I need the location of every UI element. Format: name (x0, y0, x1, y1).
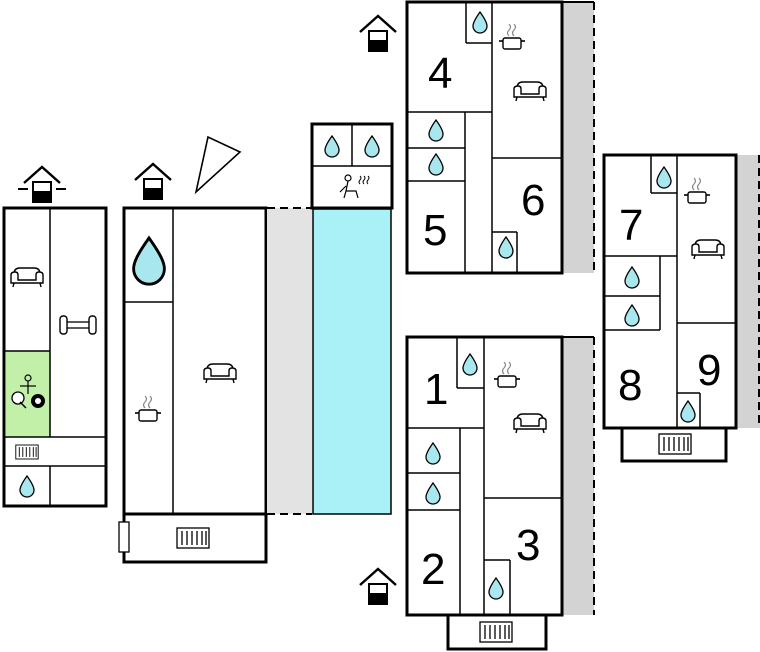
building-b (118, 206, 268, 564)
sauna-icon (339, 174, 370, 199)
water-drop-icon (364, 135, 380, 158)
sofa-icon (691, 239, 725, 260)
billiard-ball-icon (31, 394, 45, 408)
unit-number-7: 7 (619, 201, 643, 250)
water-drop-icon (498, 236, 514, 259)
cooking-pot-icon (683, 177, 711, 204)
sofa-icon (513, 81, 547, 102)
entrance-house-icon (133, 162, 173, 201)
cooking-pot-icon (493, 361, 521, 388)
terrace (736, 155, 760, 428)
compass-north-icon (194, 135, 242, 195)
unit-number-9: 9 (697, 346, 721, 395)
radiator-icon (658, 433, 692, 455)
entrance-house-icon (358, 567, 398, 606)
terrace (562, 2, 594, 273)
water-drop-icon (425, 442, 441, 465)
water-drop-icon (19, 475, 35, 498)
dumbbell-icon (59, 315, 97, 335)
water-drop-icon (425, 482, 441, 505)
water-drop-icon (624, 304, 640, 327)
terrace (267, 208, 312, 514)
unit-number-6: 6 (521, 176, 545, 225)
sofa-icon (10, 267, 44, 288)
building-e: 7 8 9 (602, 153, 760, 463)
entrance-house-icon (18, 165, 66, 204)
building-d: 1 2 3 (405, 335, 595, 651)
water-drop-icon (472, 11, 488, 34)
table-tennis-icon (11, 374, 36, 409)
building-c: 4 5 6 (405, 0, 595, 275)
unit-number-5: 5 (423, 206, 447, 255)
pool-block (310, 122, 394, 515)
cooking-pot-icon (498, 23, 526, 50)
pool (312, 208, 392, 515)
water-drop-icon (624, 266, 640, 289)
unit-number-4: 4 (428, 49, 452, 98)
unit-number-3: 3 (516, 521, 540, 570)
water-drop-icon (462, 353, 478, 376)
unit-number-1: 1 (424, 365, 448, 414)
unit-number-8: 8 (618, 361, 642, 410)
radiator-icon (15, 444, 39, 460)
water-drop-icon (428, 153, 444, 176)
water-drop-icon (428, 119, 444, 142)
sofa-icon (513, 413, 547, 434)
sofa-icon (203, 363, 237, 384)
radiator-icon (479, 621, 513, 643)
entrance-house-icon (358, 14, 398, 53)
building-a (2, 206, 108, 508)
water-drop-icon (488, 577, 504, 600)
radiator-icon (176, 527, 210, 549)
water-drop-icon (132, 236, 166, 286)
water-drop-icon (680, 400, 696, 423)
unit-number-2: 2 (421, 545, 445, 594)
terrace (562, 337, 594, 615)
water-drop-icon (324, 135, 340, 158)
cooking-pot-icon (134, 395, 162, 422)
water-drop-icon (656, 166, 672, 189)
